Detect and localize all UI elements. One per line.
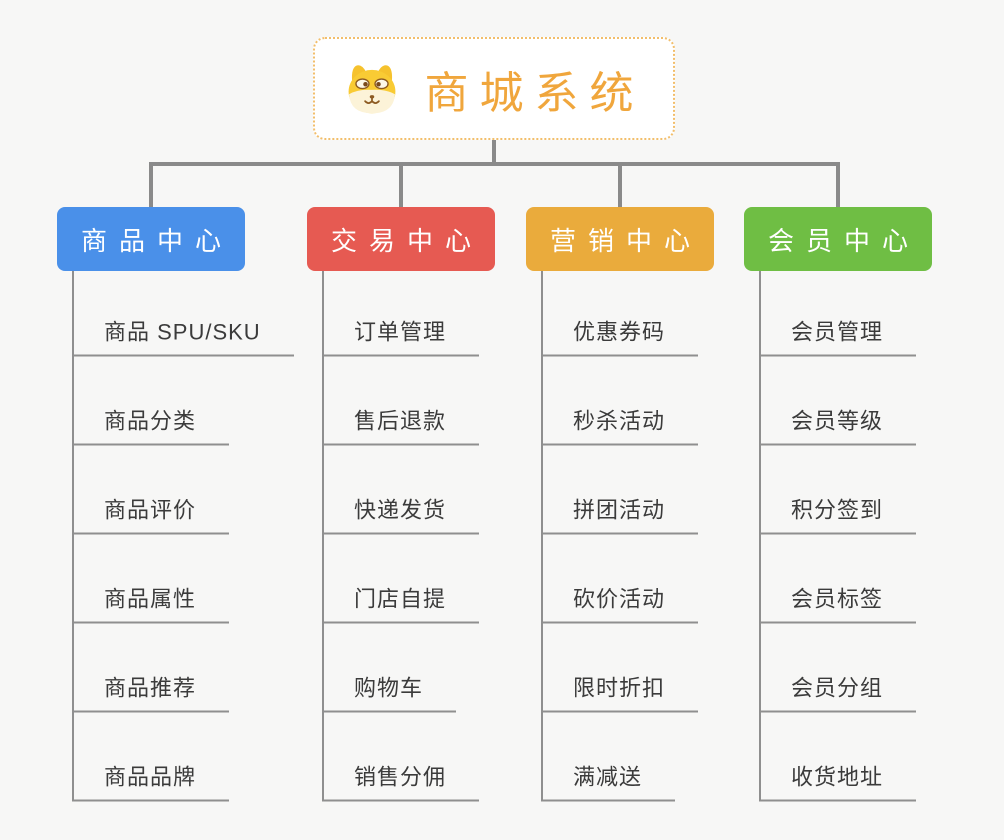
subtopic-2-2[interactable]: 售后退款	[322, 408, 480, 445]
subtopic-4-4[interactable]: 会员标签	[759, 586, 917, 623]
subtopic-1-5[interactable]: 商品推荐	[72, 675, 230, 712]
connector-drop-4	[836, 162, 840, 207]
branch-topic-label: 营销中心	[549, 225, 702, 256]
connector-bus	[149, 162, 840, 166]
branch-topic-1[interactable]: 商品中心	[57, 207, 245, 271]
connector-drop-1	[149, 162, 153, 207]
subtopic-3-5[interactable]: 限时折扣	[541, 675, 699, 712]
subtopic-1-6[interactable]: 商品品牌	[72, 764, 230, 801]
branch-spine-1	[72, 271, 74, 801]
subtopic-2-1[interactable]: 订单管理	[322, 319, 480, 356]
subtopic-4-1[interactable]: 会员管理	[759, 319, 917, 356]
subtopic-2-6[interactable]: 销售分佣	[322, 764, 480, 801]
subtopic-3-1[interactable]: 优惠券码	[541, 319, 699, 356]
connector-drop-3	[618, 162, 622, 207]
subtopic-2-4[interactable]: 门店自提	[322, 586, 480, 623]
branch-spine-3	[541, 271, 543, 801]
root-topic-title: 商城系统	[424, 68, 645, 118]
branch-topic-4[interactable]: 会员中心	[744, 207, 932, 271]
subtopic-3-3[interactable]: 拼团活动	[541, 497, 699, 534]
subtopic-4-3[interactable]: 积分签到	[759, 497, 917, 534]
root-topic[interactable]: 商城系统	[313, 37, 675, 140]
dog-face-icon	[344, 63, 400, 115]
subtopic-3-2[interactable]: 秒杀活动	[541, 408, 699, 445]
branch-topic-label: 会员中心	[767, 225, 920, 256]
branch-spine-4	[759, 271, 761, 801]
branch-topic-3[interactable]: 营销中心	[526, 207, 714, 271]
subtopic-3-6[interactable]: 满减送	[541, 764, 676, 801]
subtopic-4-2[interactable]: 会员等级	[759, 408, 917, 445]
connector-drop-2	[399, 162, 403, 207]
subtopic-2-3[interactable]: 快递发货	[322, 497, 480, 534]
subtopic-1-1[interactable]: 商品 SPU/SKU	[72, 319, 294, 356]
connector-root-stub	[492, 140, 496, 166]
subtopic-1-3[interactable]: 商品评价	[72, 497, 230, 534]
subtopic-1-2[interactable]: 商品分类	[72, 408, 230, 445]
branch-spine-2	[322, 271, 324, 801]
subtopic-2-5[interactable]: 购物车	[322, 675, 457, 712]
branch-topic-label: 商品中心	[80, 225, 233, 256]
subtopic-1-4[interactable]: 商品属性	[72, 586, 230, 623]
branch-topic-2[interactable]: 交易中心	[307, 207, 495, 271]
branch-topic-label: 交易中心	[330, 225, 483, 256]
subtopic-4-5[interactable]: 会员分组	[759, 675, 917, 712]
subtopic-3-4[interactable]: 砍价活动	[541, 586, 699, 623]
subtopic-4-6[interactable]: 收货地址	[759, 764, 917, 801]
